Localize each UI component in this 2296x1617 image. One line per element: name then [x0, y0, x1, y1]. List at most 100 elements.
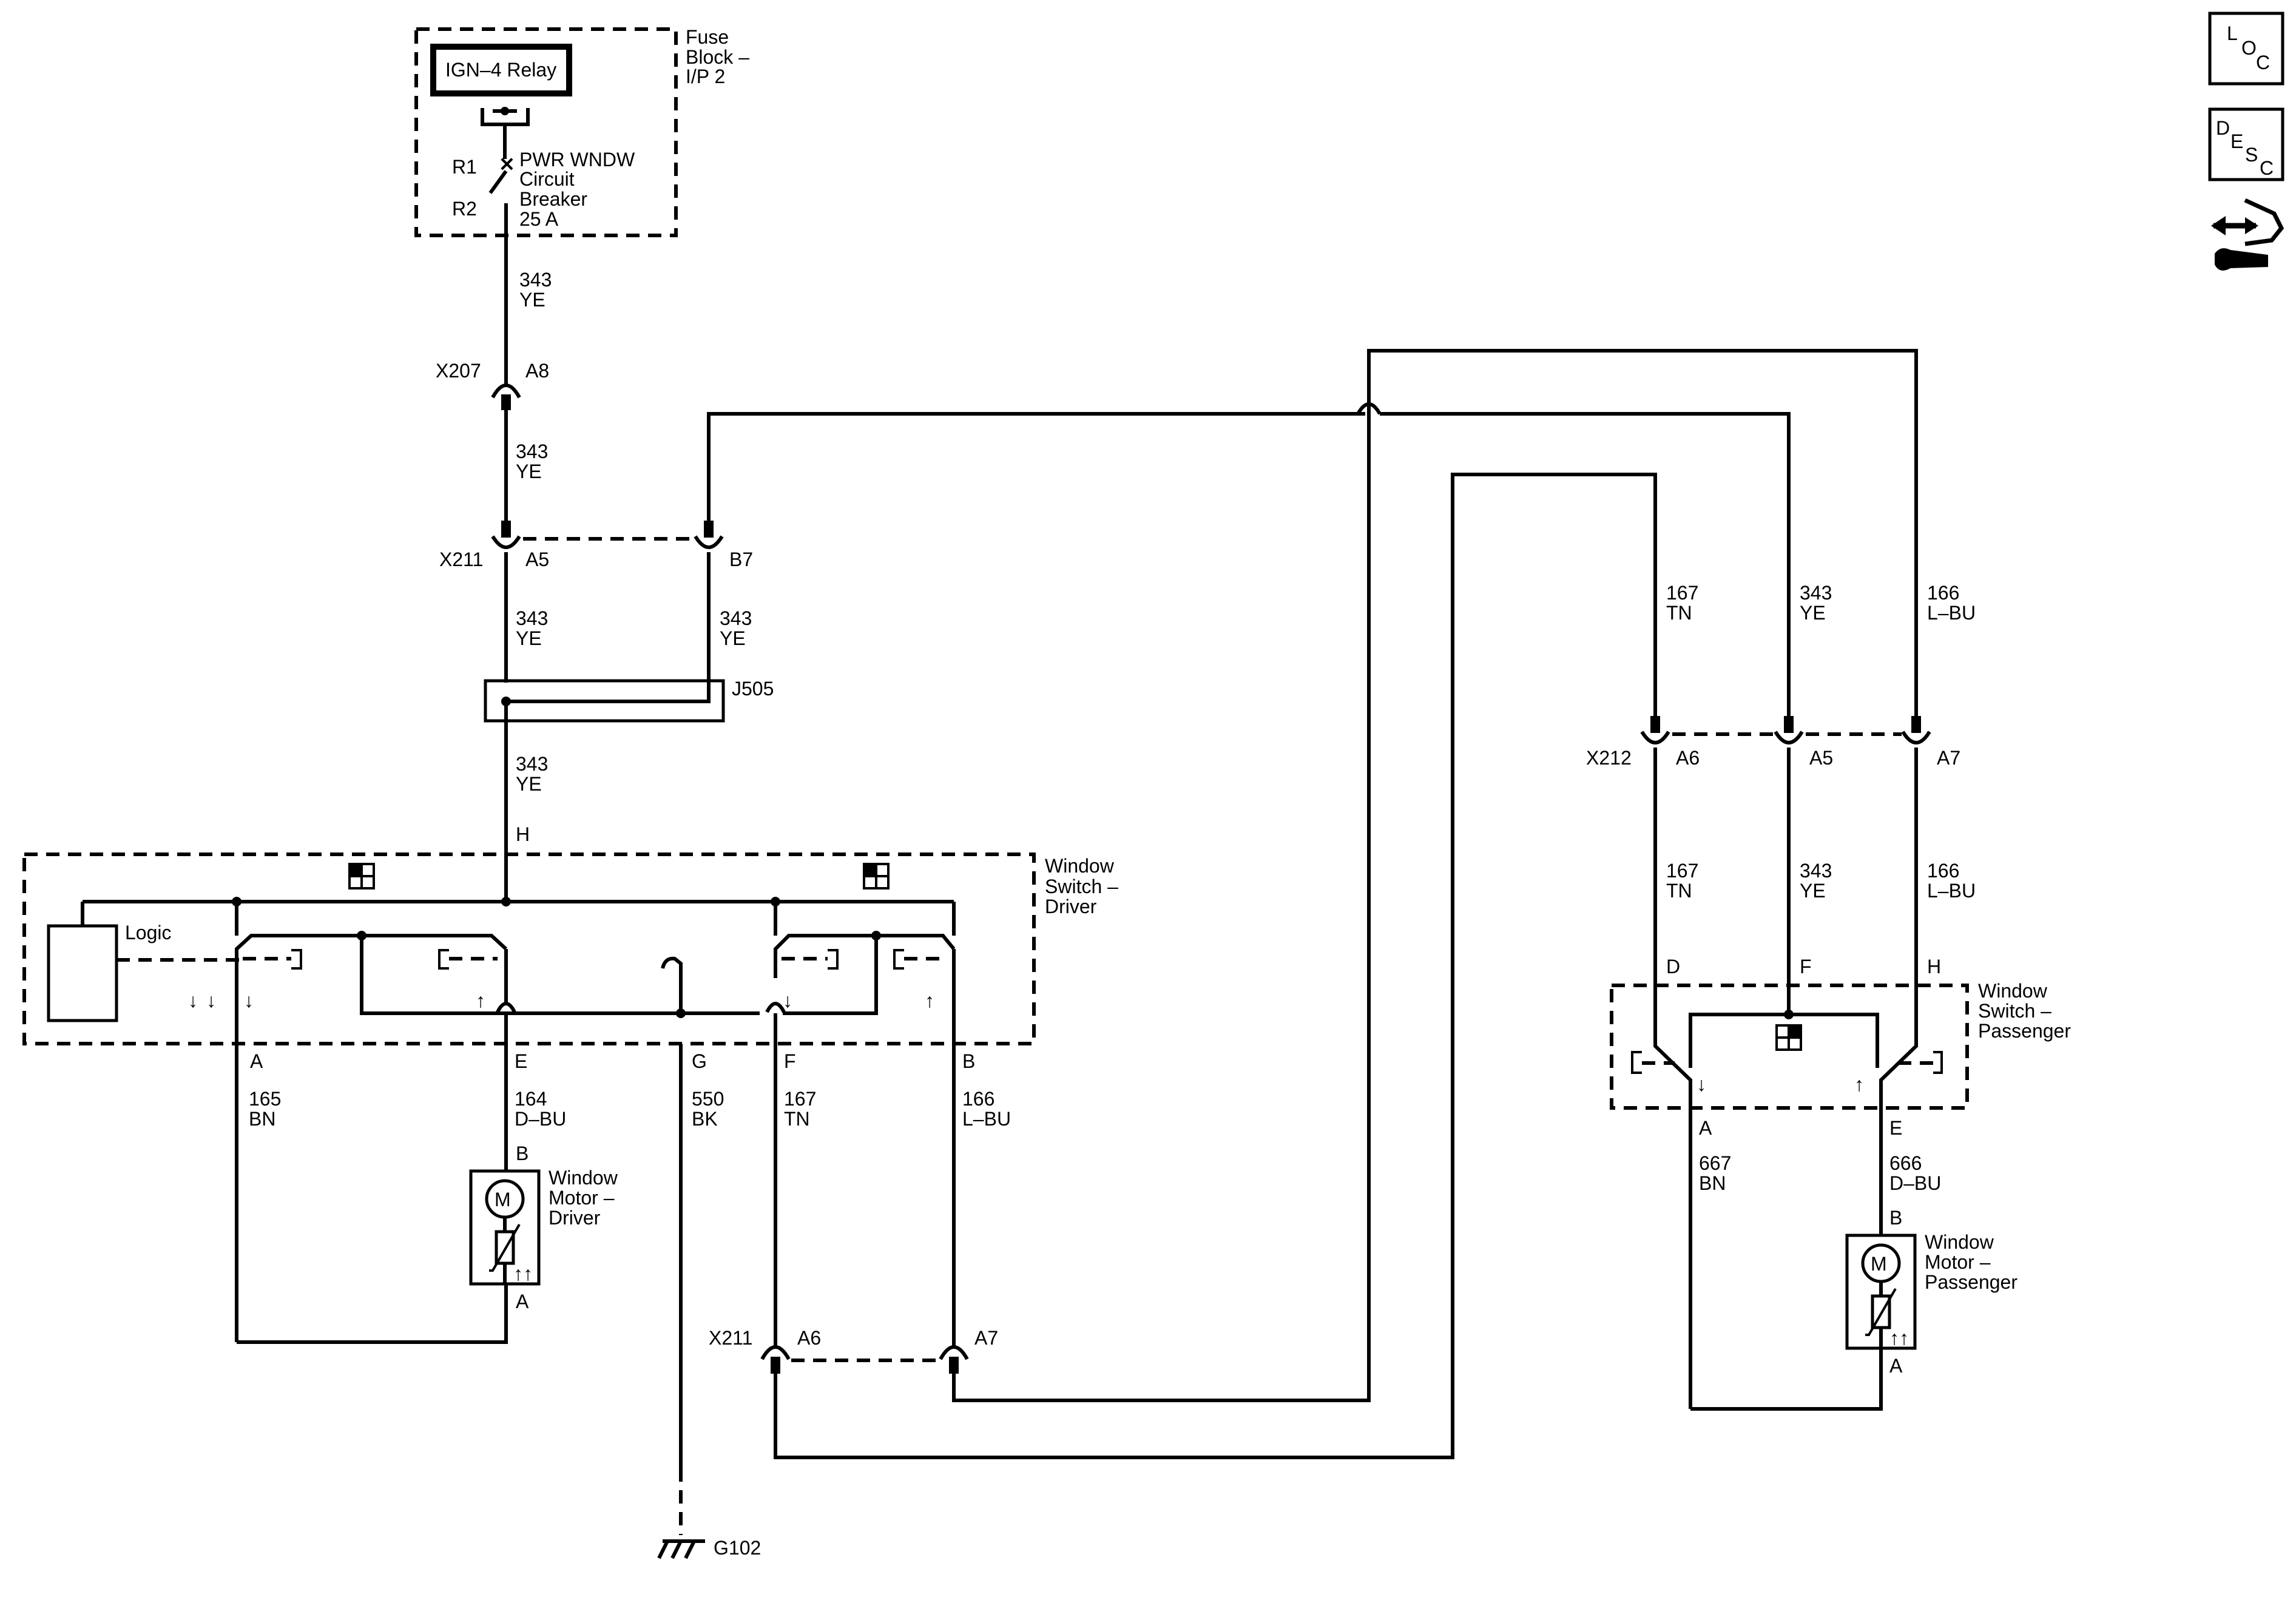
- wire-164-num: 164: [515, 1088, 547, 1110]
- wire-343-b7-num: 343: [720, 607, 752, 629]
- wire-343-right-bot-num: 343: [1800, 860, 1832, 882]
- ground-g102-label: G102: [714, 1537, 761, 1559]
- wire-166-right-bot-num: 166: [1927, 860, 1959, 882]
- passenger-motor-m: M: [1871, 1253, 1887, 1275]
- module-icon: [863, 863, 890, 890]
- x211-pin-a6: A6: [797, 1327, 821, 1349]
- driver-switch-pin-f: F: [784, 1050, 796, 1072]
- wire-343-mid-color: YE: [516, 461, 542, 482]
- desc-letter-e: E: [2230, 130, 2243, 152]
- breaker-label-1: PWR WNDW: [519, 149, 635, 170]
- driver-switch-title-3: Driver: [1045, 896, 1097, 917]
- loc-letter-c: C: [2256, 52, 2270, 73]
- breaker-x-mark: ✕: [499, 154, 515, 175]
- passenger-switch-title-3: Passenger: [1978, 1020, 2071, 1042]
- desc-letter-c: C: [2260, 157, 2274, 179]
- thermal-arrows-icon: ↑↑: [1889, 1327, 1909, 1349]
- schematic-navigation-icon[interactable]: [2211, 198, 2284, 271]
- wire-166-right-bot-color: L–BU: [1927, 880, 1976, 902]
- ground-icon: [657, 1539, 705, 1559]
- desc-letter-d: D: [2216, 117, 2230, 139]
- x212-pin-a7: A7: [1937, 747, 1960, 769]
- wire-343-j505-color: YE: [516, 773, 542, 795]
- down-arrow-icon: ↓: [244, 990, 254, 1011]
- driver-motor-pin-b: B: [516, 1143, 528, 1164]
- x212-label: X212: [1586, 747, 1632, 769]
- wire-165-num: 165: [249, 1088, 281, 1110]
- wire-343-j505-num: 343: [516, 753, 548, 775]
- fuse-block-title-1: Fuse: [686, 26, 729, 48]
- logic-label: Logic: [125, 922, 172, 944]
- breaker-label-2: Circuit: [519, 168, 575, 190]
- module-icon: [1775, 1024, 1802, 1051]
- breaker-r2: R2: [452, 198, 477, 220]
- driver-motor-pin-a: A: [516, 1291, 529, 1312]
- wire-166-right-top-color: L–BU: [1927, 602, 1976, 624]
- wire-343-top-num: 343: [519, 269, 552, 291]
- x207-pin-a8: A8: [525, 360, 549, 382]
- breaker-label-3: Breaker: [519, 188, 587, 210]
- desc-button[interactable]: D E S C: [2208, 107, 2284, 181]
- driver-switch-pin-e: E: [515, 1050, 527, 1072]
- fuse-block: Fuse Block – I/P 2 IGN–4 Relay ✕ R1 R2 P…: [414, 26, 749, 237]
- passenger-switch-pin-a: A: [1699, 1117, 1712, 1139]
- passenger-switch-title-1: Window: [1978, 980, 2048, 1002]
- loc-button[interactable]: L O C: [2208, 12, 2284, 86]
- x211-pin-a7: A7: [974, 1327, 998, 1349]
- up-arrow-icon: ↑: [1854, 1073, 1864, 1095]
- wire-167-right-bot-num: 167: [1666, 860, 1698, 882]
- fuse-block-title-2: Block –: [686, 46, 749, 68]
- wire-343-left-color: YE: [516, 627, 542, 649]
- x207-label: X207: [436, 360, 481, 382]
- down-arrow-icon: ↓: [783, 990, 792, 1011]
- connector-x211-lower: X211 A6 A7: [709, 1327, 998, 1374]
- wire-167-right-top-color: TN: [1666, 602, 1692, 624]
- passenger-motor-pin-a: A: [1889, 1355, 1903, 1377]
- x211-pin-b7: B7: [729, 549, 753, 570]
- wire-167-right-top-num: 167: [1666, 582, 1698, 604]
- x212-pin-a6: A6: [1676, 747, 1700, 769]
- breaker-label-4: 25 A: [519, 208, 559, 230]
- wire-343-top-color: YE: [519, 289, 545, 311]
- driver-switch-pin-b: B: [962, 1050, 975, 1072]
- window-switch-passenger: Window Switch – Passenger ↓ ↑: [1610, 980, 2071, 1110]
- driver-motor-m: M: [495, 1189, 511, 1210]
- wire-343-right-top-num: 343: [1800, 582, 1832, 604]
- ign4-relay-label: IGN–4 Relay: [445, 59, 556, 81]
- connector-x212: X212 A6 A5 A7: [1586, 716, 1960, 769]
- connector-x207: X207 A8: [436, 360, 549, 410]
- loc-letter-l: L: [2227, 22, 2238, 44]
- driver-switch-title-1: Window: [1045, 855, 1115, 877]
- wire-167-right-bot-color: TN: [1666, 880, 1692, 902]
- wire-343-right-top-color: YE: [1800, 602, 1826, 624]
- thermal-arrows-icon: ↑↑: [513, 1263, 533, 1284]
- splice-j505: J505: [484, 678, 774, 723]
- down-arrow-icon: ↓: [188, 990, 198, 1011]
- wire-343-right-bot-color: YE: [1800, 880, 1826, 902]
- window-switch-driver: Window Switch – Driver Logic ↓ ↓: [22, 852, 1118, 1045]
- passenger-motor-pin-b: B: [1889, 1207, 1902, 1229]
- j505-label: J505: [732, 678, 774, 700]
- wire-550-num: 550: [692, 1088, 724, 1110]
- wire-166-color: L–BU: [962, 1108, 1011, 1130]
- window-motor-passenger: M ↑↑ Window Motor – Passenger: [1845, 1231, 2017, 1350]
- passenger-switch-title-2: Switch –: [1978, 1000, 2051, 1022]
- passenger-switch-pin-e: E: [1889, 1117, 1902, 1139]
- module-icon: [348, 863, 375, 890]
- passenger-switch-pin-h: H: [1927, 956, 1941, 977]
- wire-666-color: D–BU: [1889, 1172, 1941, 1194]
- x211-pin-a5: A5: [525, 549, 549, 570]
- passenger-motor-title-3: Passenger: [1925, 1271, 2017, 1293]
- connector-x211: X211 A5 B7: [439, 521, 753, 570]
- up-arrow-icon: ↑: [476, 990, 485, 1011]
- wire-667-num: 667: [1699, 1152, 1731, 1174]
- wire-550-color: BK: [692, 1108, 718, 1130]
- driver-motor-title-1: Window: [549, 1167, 618, 1189]
- down-arrow-icon: ↓: [1697, 1073, 1706, 1095]
- down-arrow-icon: ↓: [206, 990, 216, 1011]
- wire-343-mid-num: 343: [516, 441, 548, 462]
- loc-letter-o: O: [2241, 37, 2257, 59]
- wire-667-color: BN: [1699, 1172, 1726, 1194]
- driver-switch-pin-a: A: [250, 1050, 263, 1072]
